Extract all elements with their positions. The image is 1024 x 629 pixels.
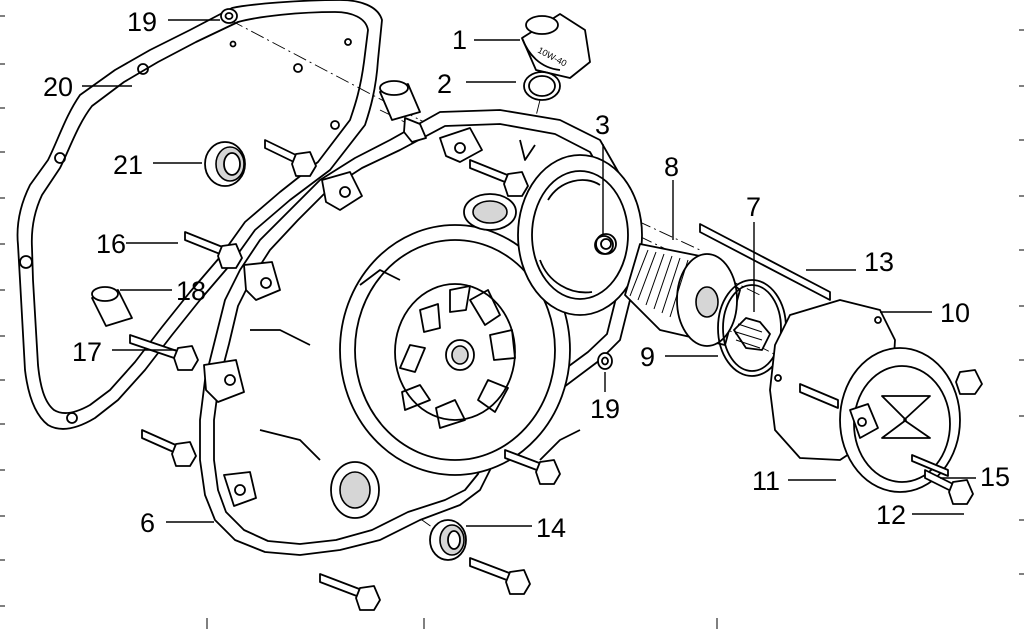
- seal-part-6: [594, 235, 614, 255]
- margin-ticks: [0, 15, 1024, 629]
- callout-3: 6: [140, 508, 155, 538]
- bolt-upper-left: [264, 139, 317, 177]
- callout-2: 2: [437, 69, 452, 99]
- callout-9: 9: [640, 342, 655, 372]
- callout-16: 16: [96, 229, 126, 259]
- oil-seal-part-15: [429, 519, 467, 561]
- crankcase-cover-part-3: [199, 109, 643, 556]
- washer-part-19-lower: [597, 352, 613, 370]
- callout-7: 7: [746, 192, 761, 222]
- dowel-part-18: [91, 286, 133, 327]
- bolt-top: [469, 159, 529, 197]
- stud-cover-left: [799, 383, 839, 409]
- bolt-lower-left: [141, 429, 197, 467]
- callout-6: 3: [595, 110, 610, 140]
- callout-15: 14: [536, 513, 566, 543]
- bolt-16: [184, 231, 243, 269]
- callout-14: 15: [980, 462, 1010, 492]
- bolt-bottom-mid: [469, 557, 531, 595]
- callout-11: 11: [752, 466, 780, 496]
- callout-19-lower: 19: [590, 394, 620, 424]
- callout-1: 1: [452, 25, 467, 55]
- bolt-bottom: [319, 573, 381, 611]
- o-ring-part-2: [523, 71, 561, 101]
- callout-12: 12: [876, 500, 906, 530]
- cover-bolts: [129, 117, 561, 611]
- washer-part-19-upper: [220, 8, 238, 24]
- oil-seal-part-21: [204, 141, 246, 187]
- bolt-top-2: [403, 117, 427, 143]
- bolt-part-14: [911, 454, 949, 477]
- filter-cover-part-11: [839, 347, 961, 493]
- callout-10: 10: [940, 298, 970, 328]
- oil-filler-cap-part-1: 10W-40: [521, 13, 591, 79]
- bolt-right: [504, 449, 561, 485]
- stud-part-13: [699, 223, 831, 301]
- leader-lines: [82, 19, 976, 527]
- callout-19-upper: 19: [127, 7, 157, 37]
- callout-17: 17: [72, 337, 102, 367]
- oil-filter-part-8: [624, 243, 741, 347]
- bolt-17: [129, 334, 199, 371]
- gasket-part-20: [16, 0, 383, 430]
- callout-18: 18: [176, 276, 206, 306]
- callout-13: 13: [864, 247, 894, 277]
- callout-8: 8: [664, 152, 679, 182]
- callout-labels: 19 20 1 2 21 3 8 7 16 13 18 10 17 9 19 1…: [43, 7, 1010, 543]
- bolt-part-12: [924, 469, 974, 505]
- dowel-upper: [379, 80, 421, 121]
- bolt-part-12-upper: [955, 369, 983, 395]
- spring-part-7: [733, 317, 771, 351]
- callout-21: 21: [113, 150, 143, 180]
- callout-20: 20: [43, 72, 73, 102]
